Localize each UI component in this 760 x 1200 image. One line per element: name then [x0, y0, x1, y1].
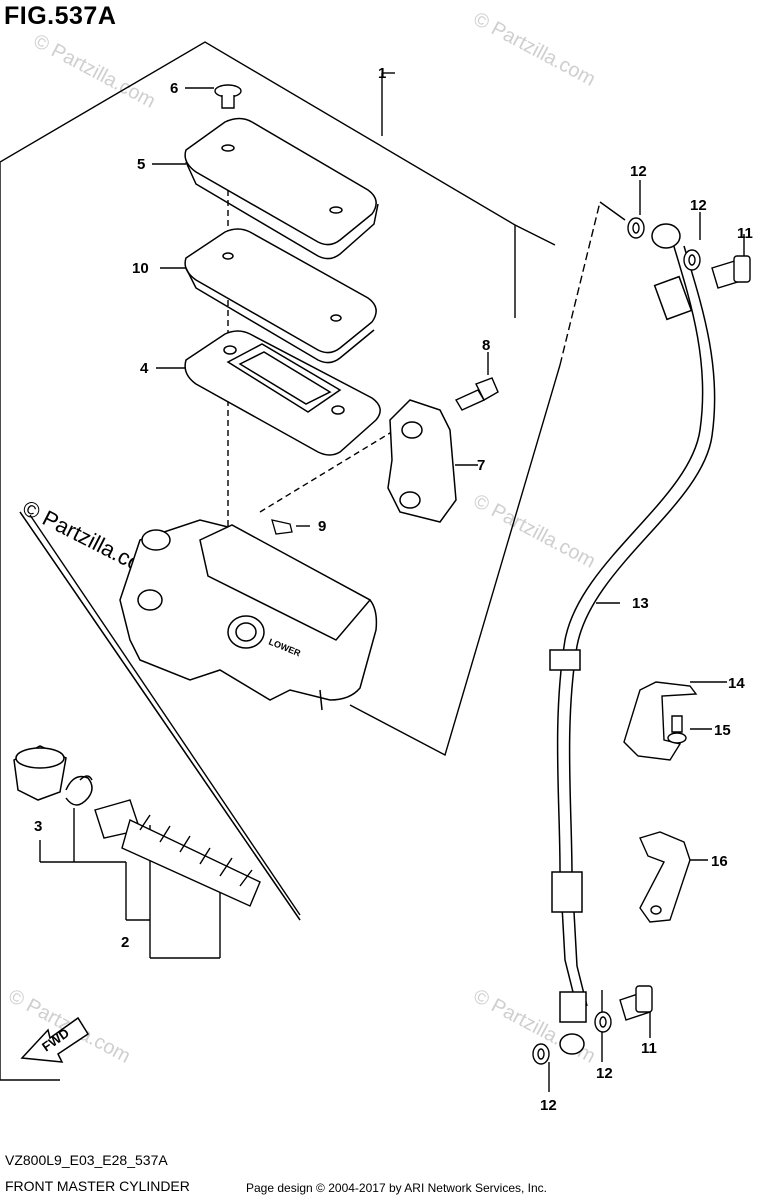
fwd-arrow-icon	[20, 1016, 90, 1063]
clip-9	[271, 519, 293, 535]
callout-6: 6	[170, 80, 178, 97]
clamp-bolt	[667, 715, 687, 744]
clamp-holder	[387, 399, 457, 523]
diaphragm	[184, 330, 381, 456]
assembly-name: FRONT MASTER CYLINDER	[5, 1178, 190, 1194]
diaphragm-plate	[184, 228, 377, 364]
union-bolts	[619, 255, 751, 1021]
callout-12: 12	[690, 197, 707, 214]
callout-4: 4	[140, 360, 149, 377]
hose-bracket	[639, 831, 691, 923]
piston-cup	[13, 745, 67, 801]
callout-7: 7	[477, 457, 485, 474]
callout-9: 9	[318, 518, 326, 535]
reservoir-cap	[184, 117, 379, 260]
washers	[532, 217, 701, 1065]
circlip	[65, 775, 93, 806]
piston-spring	[94, 799, 261, 907]
callout-11: 11	[737, 225, 753, 242]
assembly-outline	[0, 41, 561, 1081]
callout-1: 1	[378, 65, 386, 82]
brake-hose	[549, 223, 716, 1055]
holder-bolt	[454, 377, 499, 411]
callout-12: 12	[630, 163, 647, 180]
callout-12: 12	[596, 1065, 613, 1082]
cap-screw	[214, 84, 242, 109]
callout-16: 16	[711, 853, 728, 870]
callout-11: 11	[641, 1040, 657, 1057]
callout-13: 13	[632, 595, 649, 612]
callout-3: 3	[34, 818, 42, 835]
callout-5: 5	[137, 156, 145, 173]
callout-15: 15	[714, 722, 731, 739]
master-cylinder-body	[119, 519, 378, 711]
figure-title: FIG.537A	[4, 2, 117, 30]
callout-8: 8	[482, 337, 490, 354]
hose-clamp	[623, 681, 698, 761]
model-code: VZ800L9_E03_E28_537A	[5, 1152, 168, 1168]
copyright-text: Page design © 2004-2017 by ARI Network S…	[246, 1181, 548, 1195]
callout-2: 2	[121, 934, 129, 951]
callout-12: 12	[540, 1097, 557, 1114]
callout-10: 10	[132, 260, 149, 277]
callout-14: 14	[728, 675, 745, 692]
